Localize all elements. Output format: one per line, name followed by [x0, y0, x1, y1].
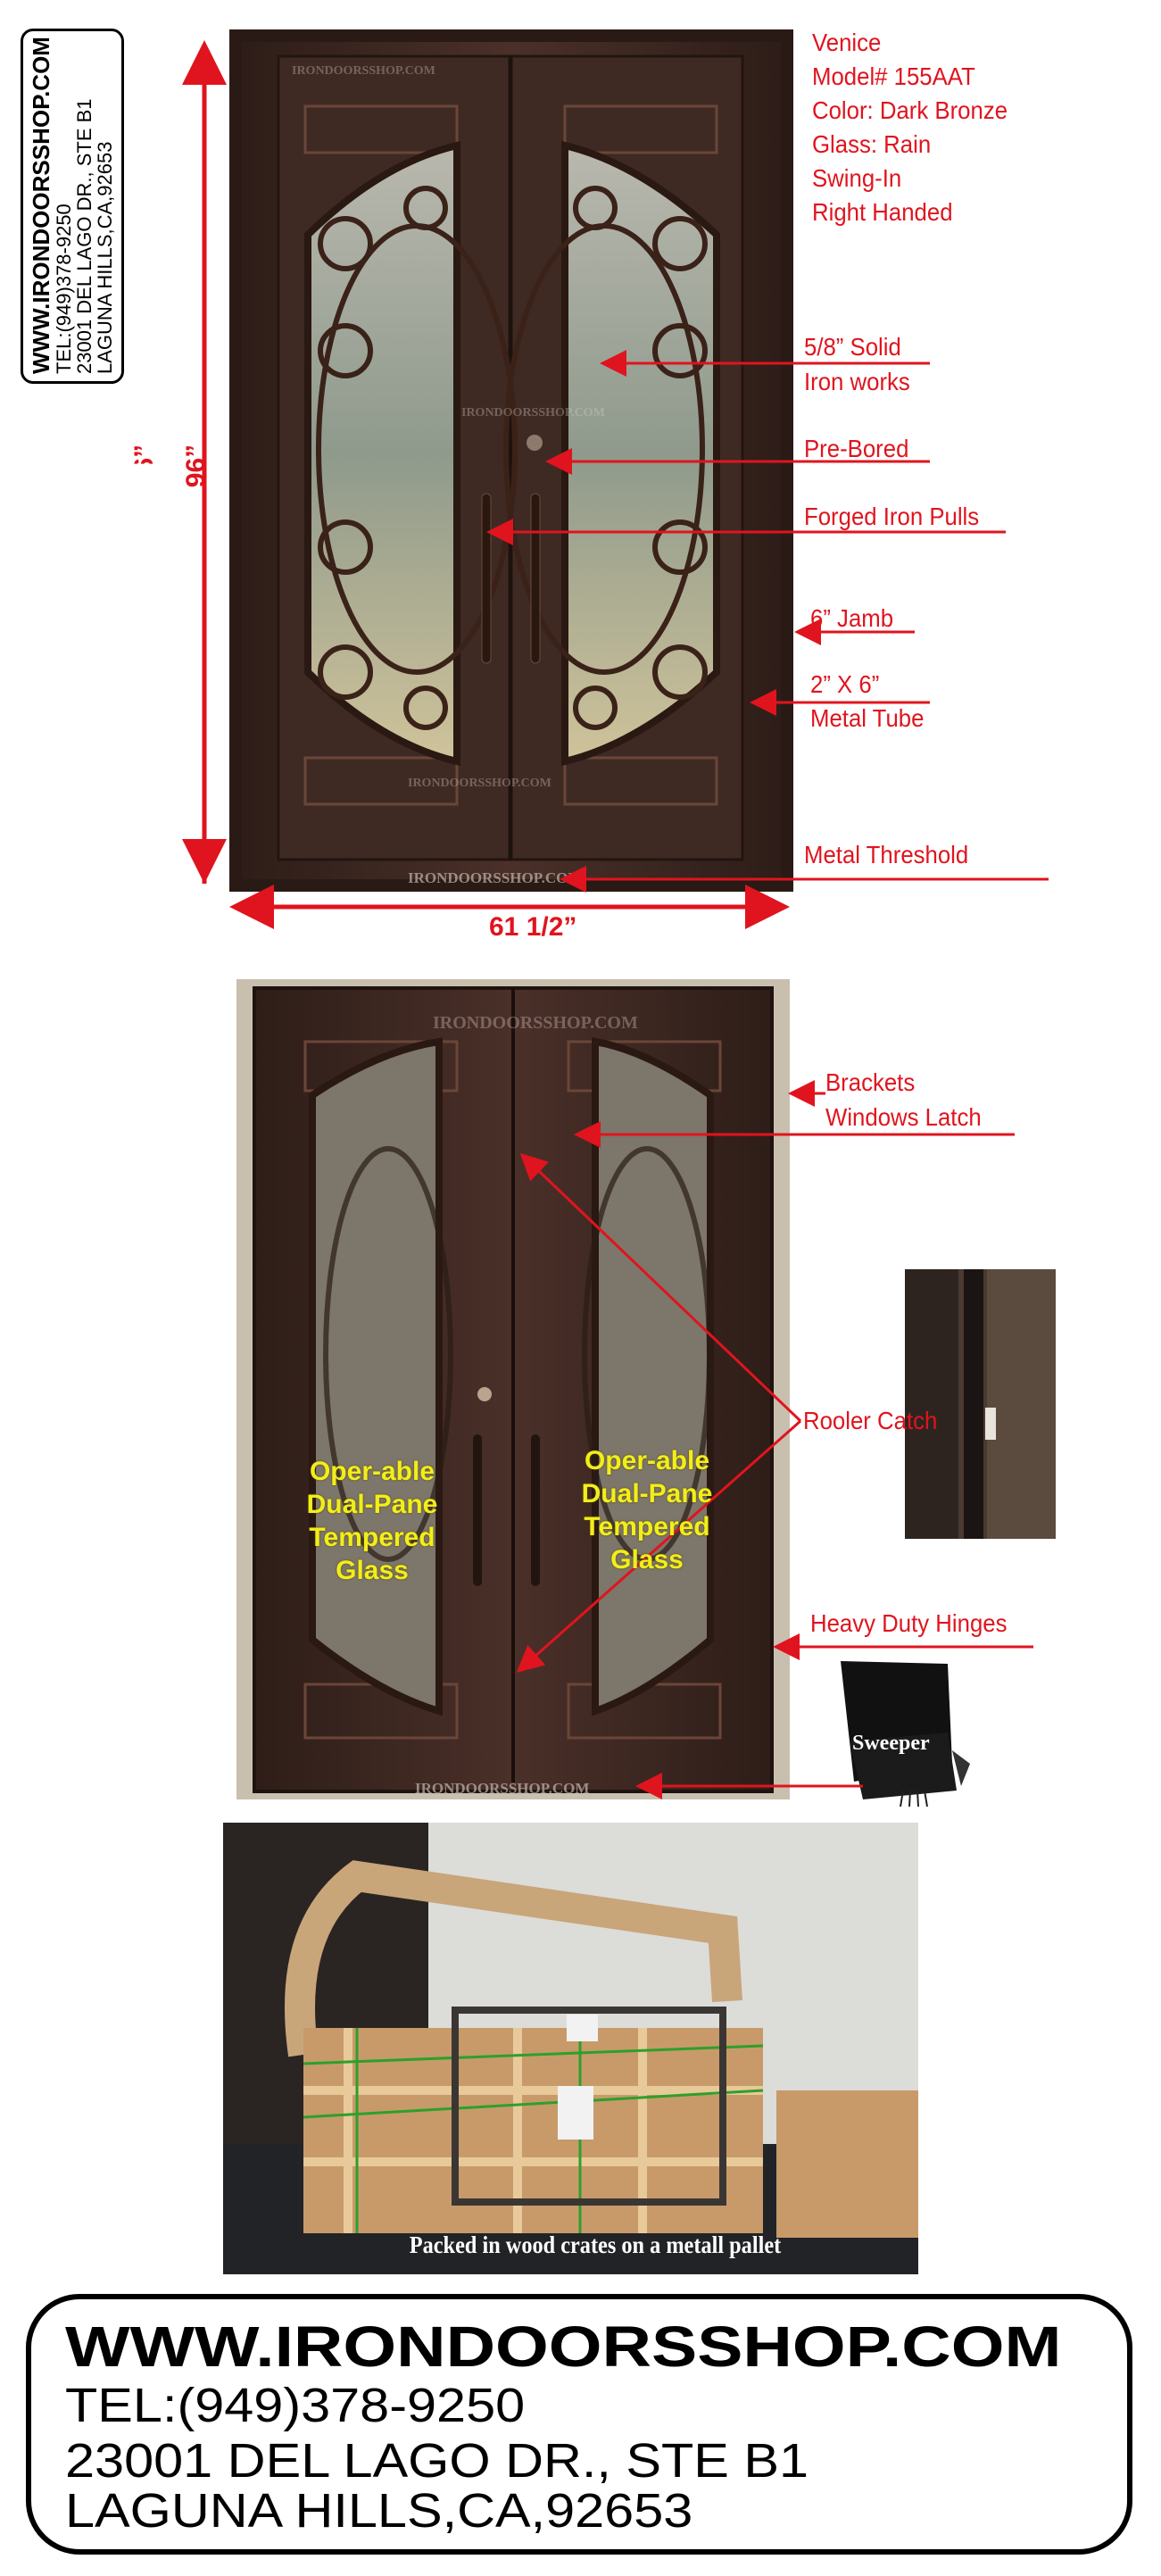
glass-label-line: Glass	[336, 1556, 409, 1585]
product-model: Model# 155AAT	[812, 62, 975, 90]
glass-label-line: Oper-able	[584, 1446, 710, 1475]
contact-address-1: 23001 DEL LAGO DR., STE B1	[65, 2434, 809, 2488]
packing-caption: Packed in wood crates on a metall pallet	[409, 2231, 782, 2258]
watermark: IRONDOORSSHOP.COM	[461, 406, 605, 420]
sweeper-label: Sweeper	[852, 1732, 930, 1755]
watermark: IRONDOORSSHOP.COM	[415, 1780, 589, 1797]
glass-label-line: Tempered	[584, 1512, 710, 1541]
back-door-photo: IRONDOORSSHOP.COM IRONDOORSSHOP.COM	[236, 979, 790, 1799]
glass-label-line: Oper-able	[309, 1457, 435, 1486]
product-color: Color: Dark Bronze	[812, 96, 1008, 124]
callout-windows-latch: Windows Latch	[825, 1103, 982, 1131]
callout-jamb: 6” Jamb	[810, 604, 894, 632]
glass-label-right: Oper-able Dual-Pane Tempered Glass	[576, 1444, 718, 1576]
callout-pre-bored: Pre-Bored	[804, 435, 909, 462]
glass-label-left: Oper-able Dual-Pane Tempered Glass	[301, 1455, 444, 1587]
packing-photo	[223, 1823, 918, 2274]
contact-card: WWW.IRONDOORSSHOP.COM TEL:(949)378-9250 …	[26, 2294, 1132, 2555]
roller-catch-photo	[905, 1269, 1056, 1539]
contact-website: WWW.IRONDOORSSHOP.COM	[65, 2314, 1062, 2379]
front-door-photo: IRONDOORSSHOP.COM IRONDOORSSHOP.COM IRON…	[229, 29, 793, 892]
contact-phone: TEL:(949)378-9250	[65, 2379, 526, 2432]
watermark: IRONDOORSSHOP.COM	[292, 64, 435, 78]
callout-iron-works-2: Iron works	[804, 368, 910, 395]
callout-tube-2: Metal Tube	[810, 704, 925, 732]
callout-hinges: Heavy Duty Hinges	[810, 1609, 1008, 1637]
glass-label-line: Tempered	[309, 1523, 435, 1552]
product-name: Venice	[812, 29, 882, 56]
watermark: IRONDOORSSHOP.COM	[408, 869, 582, 886]
glass-label-line: Dual-Pane	[306, 1490, 438, 1519]
side-contact-card: WWW.IRONDOORSSHOP.COM TEL:(949)378-9250 …	[21, 29, 124, 384]
callout-iron-works-1: 5/8” Solid	[804, 333, 901, 361]
height-dimension-label: 96”	[181, 444, 211, 488]
glass-label-line: Glass	[610, 1545, 684, 1575]
watermark: IRONDOORSSHOP.COM	[433, 1013, 638, 1033]
width-dimension-label: 61 1/2”	[489, 912, 577, 942]
glass-label-line: Dual-Pane	[581, 1479, 713, 1508]
watermark: IRONDOORSSHOP.COM	[408, 777, 551, 790]
product-handing: Right Handed	[812, 198, 953, 226]
product-swing: Swing-In	[812, 164, 902, 192]
callout-tube-1: 2” X 6”	[810, 670, 880, 698]
callout-roller-catch: Rooler Catch	[803, 1407, 938, 1434]
product-glass: Glass: Rain	[812, 130, 932, 158]
sweeper-photo	[841, 1661, 970, 1807]
bore-hole	[527, 435, 543, 451]
callout-brackets: Brackets	[825, 1068, 916, 1096]
callout-threshold: Metal Threshold	[804, 841, 969, 868]
contact-address-2: LAGUNA HILLS,CA,92653	[65, 2484, 693, 2538]
callout-forged-pulls: Forged Iron Pulls	[804, 503, 980, 530]
